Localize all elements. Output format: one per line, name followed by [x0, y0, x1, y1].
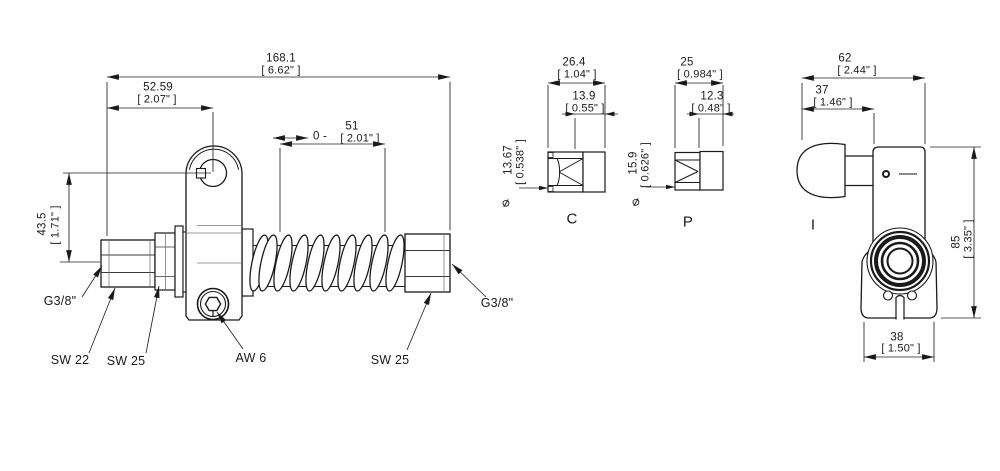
clevis-body — [185, 145, 243, 321]
dim-overall-mm: 168.1 — [266, 52, 296, 65]
view-p-part — [646, 150, 724, 191]
dim-offset-mm: 52.59 — [143, 81, 173, 94]
c-dia-in: [ 0.538" ] — [514, 139, 527, 185]
label-aw6: AW 6 — [235, 350, 267, 365]
p-width-mm: 25 — [680, 56, 694, 69]
c-width-in: [ 1.04" ] — [557, 68, 597, 81]
swivel-knob — [796, 142, 846, 199]
i-height-in: [ 3.35" ] — [962, 219, 975, 259]
leader-sw25-left — [145, 285, 160, 354]
screw-hole-left — [882, 290, 894, 301]
pin-hole — [882, 170, 890, 178]
dim-height-in: [ 1.71" ] — [49, 205, 62, 245]
p-depth-mm: 12.3 — [700, 90, 724, 103]
view-p-label: P — [682, 213, 694, 231]
left-hex-nipple — [100, 239, 156, 288]
dim-offset-in: [ 2.07" ] — [137, 93, 177, 106]
p-depth-in: [ 0.48" ] — [691, 102, 731, 115]
view-c-label: C — [566, 210, 578, 228]
p-dia-mm: 15.9 — [627, 151, 640, 175]
swivel-nut — [154, 232, 176, 291]
hex-socket-screw — [196, 287, 230, 321]
right-hex-fitting — [404, 233, 451, 293]
i-base-mm: 38 — [890, 331, 904, 344]
label-thread-left: G3/8" — [43, 293, 77, 308]
i-knob-in: [ 1.46" ] — [813, 96, 853, 109]
i-base-in: [ 1.50" ] — [881, 342, 921, 355]
i-knob-mm: 37 — [815, 84, 829, 97]
label-thread-right: G3/8" — [480, 295, 514, 310]
view-c-part — [519, 151, 606, 193]
dim-overall-in: [ 6.62" ] — [261, 64, 301, 77]
dim-travel-in: [ 2.01" ] — [340, 132, 380, 145]
main-view — [100, 145, 451, 321]
c-depth-in: [ 0.55" ] — [565, 102, 605, 115]
view-i-label: I — [810, 216, 816, 234]
i-width-mm: 62 — [838, 52, 852, 65]
i-height-mm: 85 — [950, 235, 963, 249]
view-i-part — [796, 142, 938, 320]
screw-hole-right — [906, 290, 918, 301]
leader-sw25-right — [406, 292, 432, 351]
label-sw25-left: SW 25 — [106, 353, 146, 368]
p-dia-in: [ 0.626" ] — [639, 142, 652, 188]
label-sw22: SW 22 — [50, 352, 90, 367]
dim-height-mm: 43.5 — [36, 212, 49, 236]
leader-sw22 — [88, 287, 116, 354]
leader-thread-right — [451, 263, 487, 298]
c-dia-mm: 13.67 — [502, 145, 515, 175]
i-width-in: [ 2.44" ] — [837, 64, 877, 77]
p-width-in: [ 0.984" ] — [677, 68, 723, 81]
protection-spring — [249, 234, 405, 292]
c-depth-mm: 13.9 — [572, 90, 596, 103]
label-sw25-right: SW 25 — [370, 352, 410, 367]
leader-thread-left — [81, 265, 103, 298]
dim-travel-prefix: 0 - — [312, 130, 328, 143]
leader-aw6 — [216, 311, 244, 350]
dim-travel-mm: 51 — [345, 120, 359, 133]
coupler-face-rings — [866, 227, 934, 295]
dimension-lines — [60, 74, 981, 362]
bottom-slot — [895, 294, 905, 320]
c-width-mm: 26.4 — [562, 56, 586, 69]
